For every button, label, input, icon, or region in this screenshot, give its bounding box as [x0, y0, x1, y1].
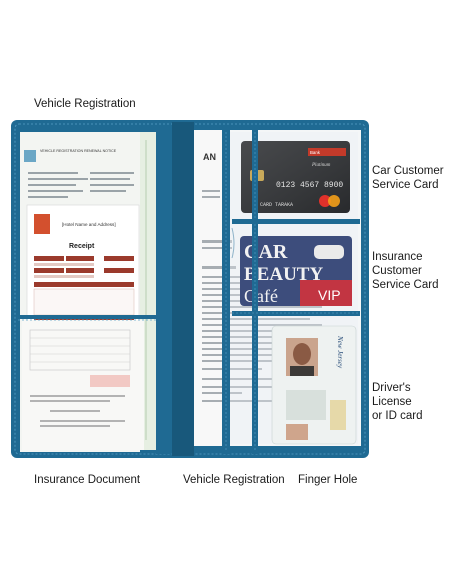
- hotel-logo-icon: [34, 214, 50, 234]
- vip-line-2: BEAUTY: [244, 264, 323, 285]
- right-pocket-stripes: [222, 128, 360, 454]
- wallet-spine: [172, 122, 194, 456]
- vip-tag: VIP: [318, 287, 341, 303]
- label-drivers-license: Driver's License or ID card: [372, 382, 423, 422]
- card-brand-text: Platinum: [311, 163, 331, 168]
- license-state: New Jersey: [336, 335, 344, 369]
- svg-text:Bank: Bank: [310, 150, 321, 155]
- label-car-customer-service-card: Car Customer Service Card: [372, 165, 444, 191]
- card-number: 0123 4567 8900: [276, 181, 343, 190]
- registration-text-lines: [24, 150, 134, 198]
- vip-line-1: CAR: [244, 241, 288, 263]
- left-divider: [156, 128, 170, 454]
- registration-title: VEHICLE REGISTRATION RENEWAL NOTICE: [40, 149, 117, 153]
- receipt-header: [Hotel Name and Address]: [62, 222, 116, 227]
- vip-line-3: Café: [244, 286, 278, 306]
- label-insurance-document: Insurance Document: [34, 474, 141, 486]
- svg-text:AN: AN: [203, 152, 216, 162]
- mastercard-icon: [319, 195, 331, 207]
- label-vehicle-registration-top: Vehicle Registration: [34, 98, 136, 110]
- card-holder: CARD TARAKA: [260, 202, 293, 208]
- insurance-text-lines: [29, 329, 131, 427]
- car-icon: [314, 245, 344, 259]
- wallet-stitching: [14, 123, 366, 455]
- finger-hole: [231, 227, 235, 259]
- label-insurance-customer-service-card: Insurance Customer Service Card: [372, 251, 439, 291]
- label-finger-hole: Finger Hole: [298, 474, 358, 486]
- license-card: New Jersey: [271, 325, 357, 445]
- left-pocket-edge: [18, 315, 170, 319]
- label-vehicle-registration-bottom: Vehicle Registration: [183, 474, 285, 486]
- receipt-title: Receipt: [69, 243, 95, 250]
- credit-card: Bank Platinum 0123 4567 8900 CARD TARAKA: [241, 141, 350, 213]
